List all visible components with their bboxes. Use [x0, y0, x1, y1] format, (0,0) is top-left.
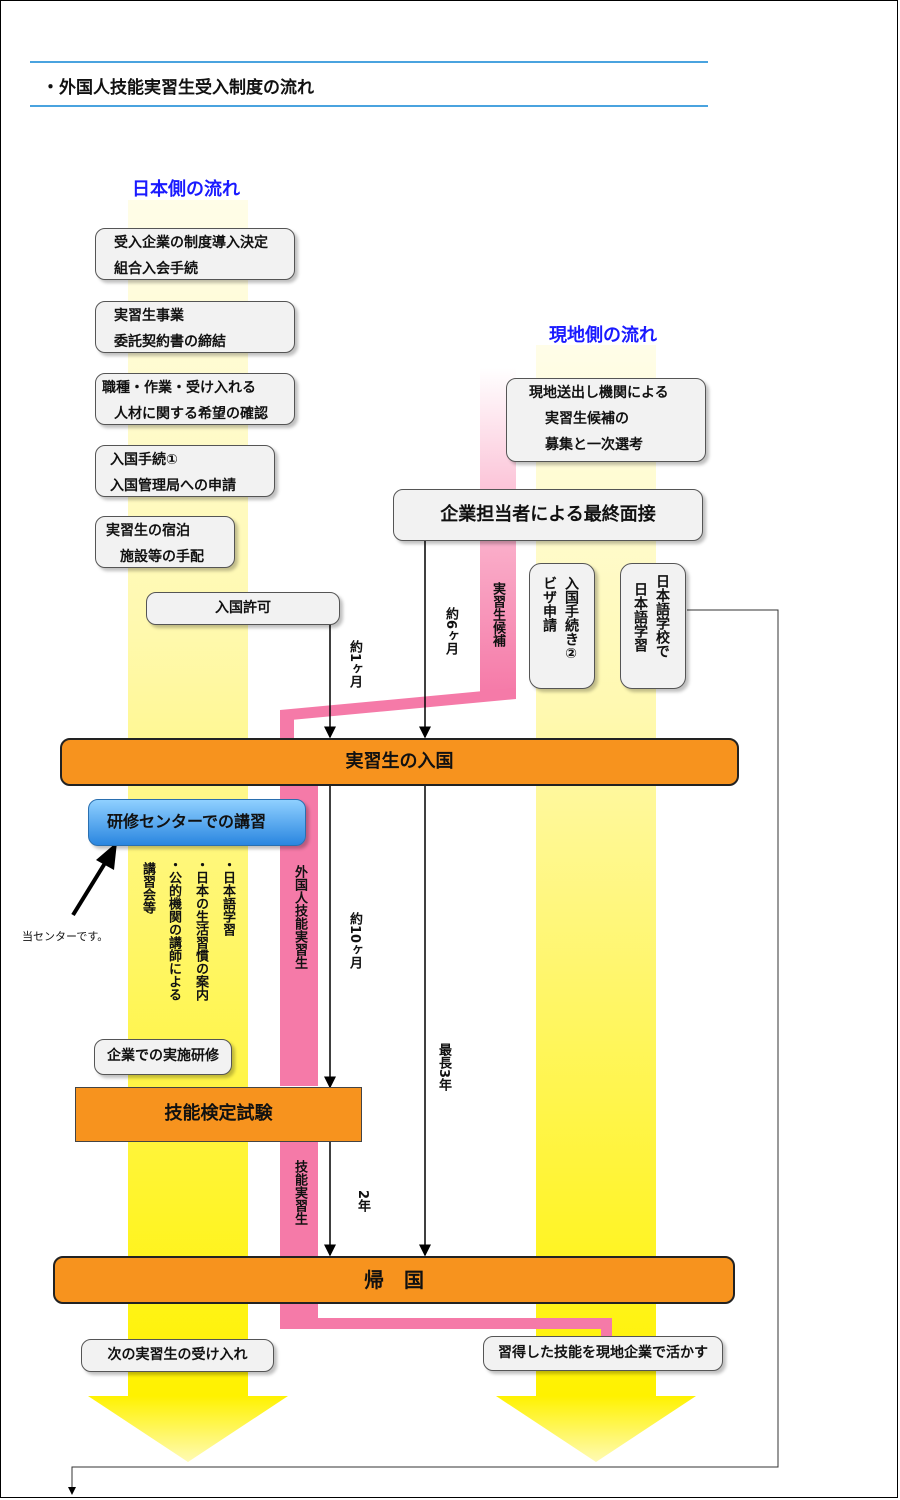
step-immigration-application: 入国手続① 入国管理局への申請: [95, 445, 275, 497]
this-center-pointer-line: [71, 853, 112, 917]
candidate-path-diagonal: [280, 688, 516, 721]
step-skill-exam: 技能検定試験: [75, 1087, 362, 1142]
label-six-months: 約6ヶ月: [443, 607, 458, 656]
label-skill-trainee: 技能実習生: [292, 1160, 307, 1225]
step-accommodation: 実習生の宿泊 施設等の手配: [95, 516, 235, 568]
step-visa-application: 入国手続き② ビザ申請: [529, 563, 595, 689]
trainee-path-lower: [280, 1142, 318, 1257]
japan-side-arrowhead: [88, 1396, 288, 1462]
trainee-path-to-local: [601, 1318, 612, 1338]
training-item-japanese: ・日本語学習: [220, 858, 235, 936]
label-foreign-trainee: 外国人技能実習生: [292, 865, 307, 969]
label-one-month: 約1ヶ月: [347, 640, 362, 689]
step-company-decision: 受入企業の制度導入決定 組合入会手続: [95, 228, 295, 280]
step-requirements: 職種・作業・受け入れる 人材に関する希望の確認: [95, 373, 295, 425]
training-item-lecturers: ・公的機関の講師による: [166, 858, 181, 1001]
label-candidate: 実習生候補: [490, 582, 505, 647]
step-contract: 実習生事業 委託契約書の締結: [95, 301, 295, 353]
label-this-center: 当センターです。: [22, 930, 109, 943]
step-trainee-entry: 実習生の入国: [60, 738, 739, 786]
label-max-three-years: 最長3年: [436, 1043, 451, 1092]
step-language-school: 日本語学校で 日本語学習: [620, 563, 686, 689]
training-item-lifestyle: ・日本の生活習慣の案内: [193, 858, 208, 1001]
japan-side-heading: 日本側の流れ: [132, 179, 240, 200]
trainee-path-upper: [280, 710, 294, 740]
step-training-center: 研修センターでの講習: [88, 799, 306, 846]
step-local-recruitment: 現地送出し機関による 実習生候補の 募集と一次選考: [506, 378, 706, 462]
label-ten-months: 約10ヶ月: [347, 912, 362, 970]
label-two-years: 2年: [355, 1190, 370, 1213]
page-title: ・外国人技能実習生受入制度の流れ: [42, 78, 314, 98]
trainee-path-return: [280, 1318, 612, 1329]
step-entry-permit: 入国許可: [146, 592, 340, 625]
step-next-trainee: 次の実習生の受け入れ: [81, 1339, 274, 1372]
step-final-interview: 企業担当者による最終面接: [393, 489, 703, 541]
step-return-home: 帰 国: [53, 1256, 735, 1304]
school-feedback-line: [68, 609, 779, 1495]
local-side-arrowhead: [496, 1396, 696, 1462]
this-center-pointer-head: [96, 842, 117, 870]
step-company-training: 企業での実施研修: [94, 1039, 232, 1075]
local-side-heading: 現地側の流れ: [549, 325, 657, 346]
step-use-skill-locally: 習得した技能を現地企業で活かす: [483, 1336, 723, 1371]
training-item-seminars: 講習会等: [140, 862, 155, 914]
